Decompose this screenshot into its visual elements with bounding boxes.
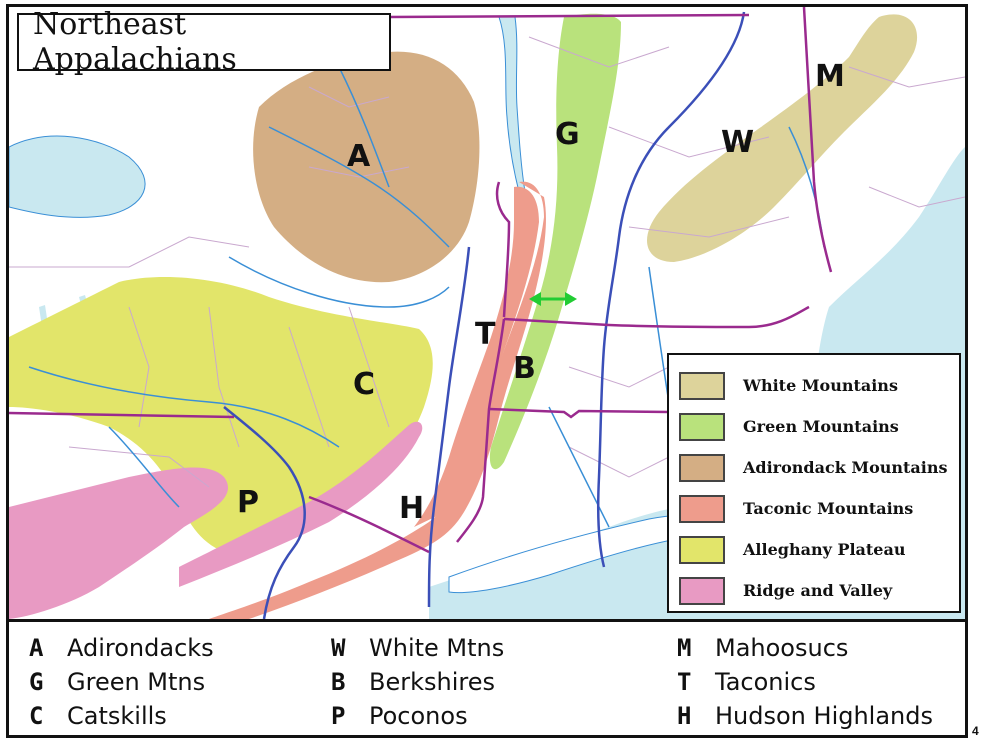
- key-code: P: [331, 702, 346, 730]
- legend-label: Green Mountains: [743, 417, 899, 436]
- key-code: C: [29, 702, 44, 730]
- key-name: Green Mtns: [67, 668, 206, 696]
- key-column-2: W White Mtns B Berkshires P Poconos: [331, 634, 504, 736]
- key-column-1: A Adirondacks G Green Mtns C Catskills: [29, 634, 214, 736]
- map-letter-taconics: T: [475, 317, 496, 352]
- key-code: T: [677, 668, 692, 696]
- region-ridge-and-valley: [9, 467, 229, 619]
- region-key: A Adirondacks G Green Mtns C Catskills W Whi…: [9, 622, 965, 735]
- legend-label: Taconic Mountains: [743, 499, 914, 518]
- key-name: Berkshires: [369, 668, 495, 696]
- border-ny-pa: [9, 411, 235, 419]
- double-arrow-icon: [529, 292, 577, 306]
- map-letter-hudson-highlands: H: [399, 491, 425, 526]
- map-title-box: Northeast Appalachians: [17, 7, 391, 77]
- key-code: G: [29, 668, 44, 696]
- legend-swatch: [679, 412, 725, 441]
- key-code: H: [677, 702, 692, 730]
- lake-ontario: [9, 135, 146, 218]
- border-maine-nh: [802, 7, 833, 273]
- region-taconics-body: [414, 186, 539, 528]
- map-letter-berkshires: B: [513, 351, 536, 386]
- county-borders: [9, 36, 965, 488]
- key-code: M: [677, 634, 692, 662]
- hudson-river: [427, 246, 471, 608]
- key-column-3: M Mahoosucs T Taconics H Hudson Highlands: [677, 634, 933, 736]
- key-row: P Poconos: [331, 702, 504, 736]
- key-row: T Taconics: [677, 668, 933, 702]
- legend-swatch: [679, 535, 725, 564]
- legend-item: Green Mountains: [679, 406, 959, 447]
- stray-mark: 4: [972, 724, 979, 738]
- map-letter-white-mountains: W: [721, 125, 755, 160]
- legend-label: White Mountains: [743, 376, 898, 395]
- legend-item: Alleghany Plateau: [679, 529, 959, 570]
- region-taconics: [209, 181, 546, 619]
- border-ma-south: [488, 407, 670, 419]
- map-letter-mahoosucs: M: [815, 59, 845, 94]
- key-name: Hudson Highlands: [715, 702, 934, 730]
- legend-swatch: [679, 494, 725, 523]
- border-ny-ct: [456, 318, 506, 543]
- major-rivers: [223, 11, 746, 619]
- key-name: Catskills: [67, 702, 167, 730]
- key-code: B: [331, 668, 346, 696]
- legend-label: Adirondack Mountains: [743, 458, 948, 477]
- connecticut-river: [597, 11, 746, 568]
- key-row: W White Mtns: [331, 634, 504, 668]
- legend-swatch: [679, 453, 725, 482]
- key-row: C Catskills: [29, 702, 214, 736]
- legend-item: Taconic Mountains: [679, 488, 959, 529]
- border-ma-north: [503, 305, 810, 329]
- region-white-mountains: [647, 14, 918, 263]
- map-letter-green-mountains: G: [555, 117, 580, 152]
- region-green-mountains: [489, 13, 621, 470]
- legend-item: Ridge and Valley: [679, 570, 959, 611]
- key-row: A Adirondacks: [29, 634, 214, 668]
- key-row: B Berkshires: [331, 668, 504, 702]
- region-adirondacks: [253, 51, 480, 283]
- map-figure: Northeast Appalachians A G W M T B C P H…: [6, 4, 968, 738]
- state-borders: [9, 7, 833, 554]
- key-name: White Mtns: [369, 634, 505, 662]
- legend-label: Alleghany Plateau: [743, 540, 906, 559]
- legend-label: Ridge and Valley: [743, 581, 893, 600]
- key-name: Taconics: [715, 668, 816, 696]
- border-ny-vt: [495, 181, 511, 318]
- map-letter-poconos: P: [237, 485, 259, 520]
- key-code: W: [331, 634, 346, 662]
- map-legend: White Mountains Green Mountains Adironda…: [667, 353, 961, 613]
- delaware-river: [223, 406, 306, 619]
- key-row: H Hudson Highlands: [677, 702, 933, 736]
- map-letter-catskills: C: [353, 367, 376, 402]
- key-row: M Mahoosucs: [677, 634, 933, 668]
- map-canvas: [9, 7, 965, 619]
- key-row: G Green Mtns: [29, 668, 214, 702]
- key-name: Poconos: [369, 702, 468, 730]
- legend-swatch: [679, 371, 725, 400]
- legend-swatch: [679, 576, 725, 605]
- key-name: Mahoosucs: [715, 634, 849, 662]
- border-nj: [308, 495, 430, 554]
- region-ridge-and-valley-2: [179, 421, 423, 587]
- key-name: Adirondacks: [67, 634, 214, 662]
- key-divider: [9, 619, 965, 622]
- legend-item: White Mountains: [679, 365, 959, 406]
- border-canada: [388, 13, 750, 19]
- map-title: Northeast Appalachians: [33, 7, 237, 77]
- rivers: [28, 66, 825, 528]
- map-letter-adirondacks: A: [347, 139, 371, 174]
- legend-item: Adirondack Mountains: [679, 447, 959, 488]
- key-code: A: [29, 634, 44, 662]
